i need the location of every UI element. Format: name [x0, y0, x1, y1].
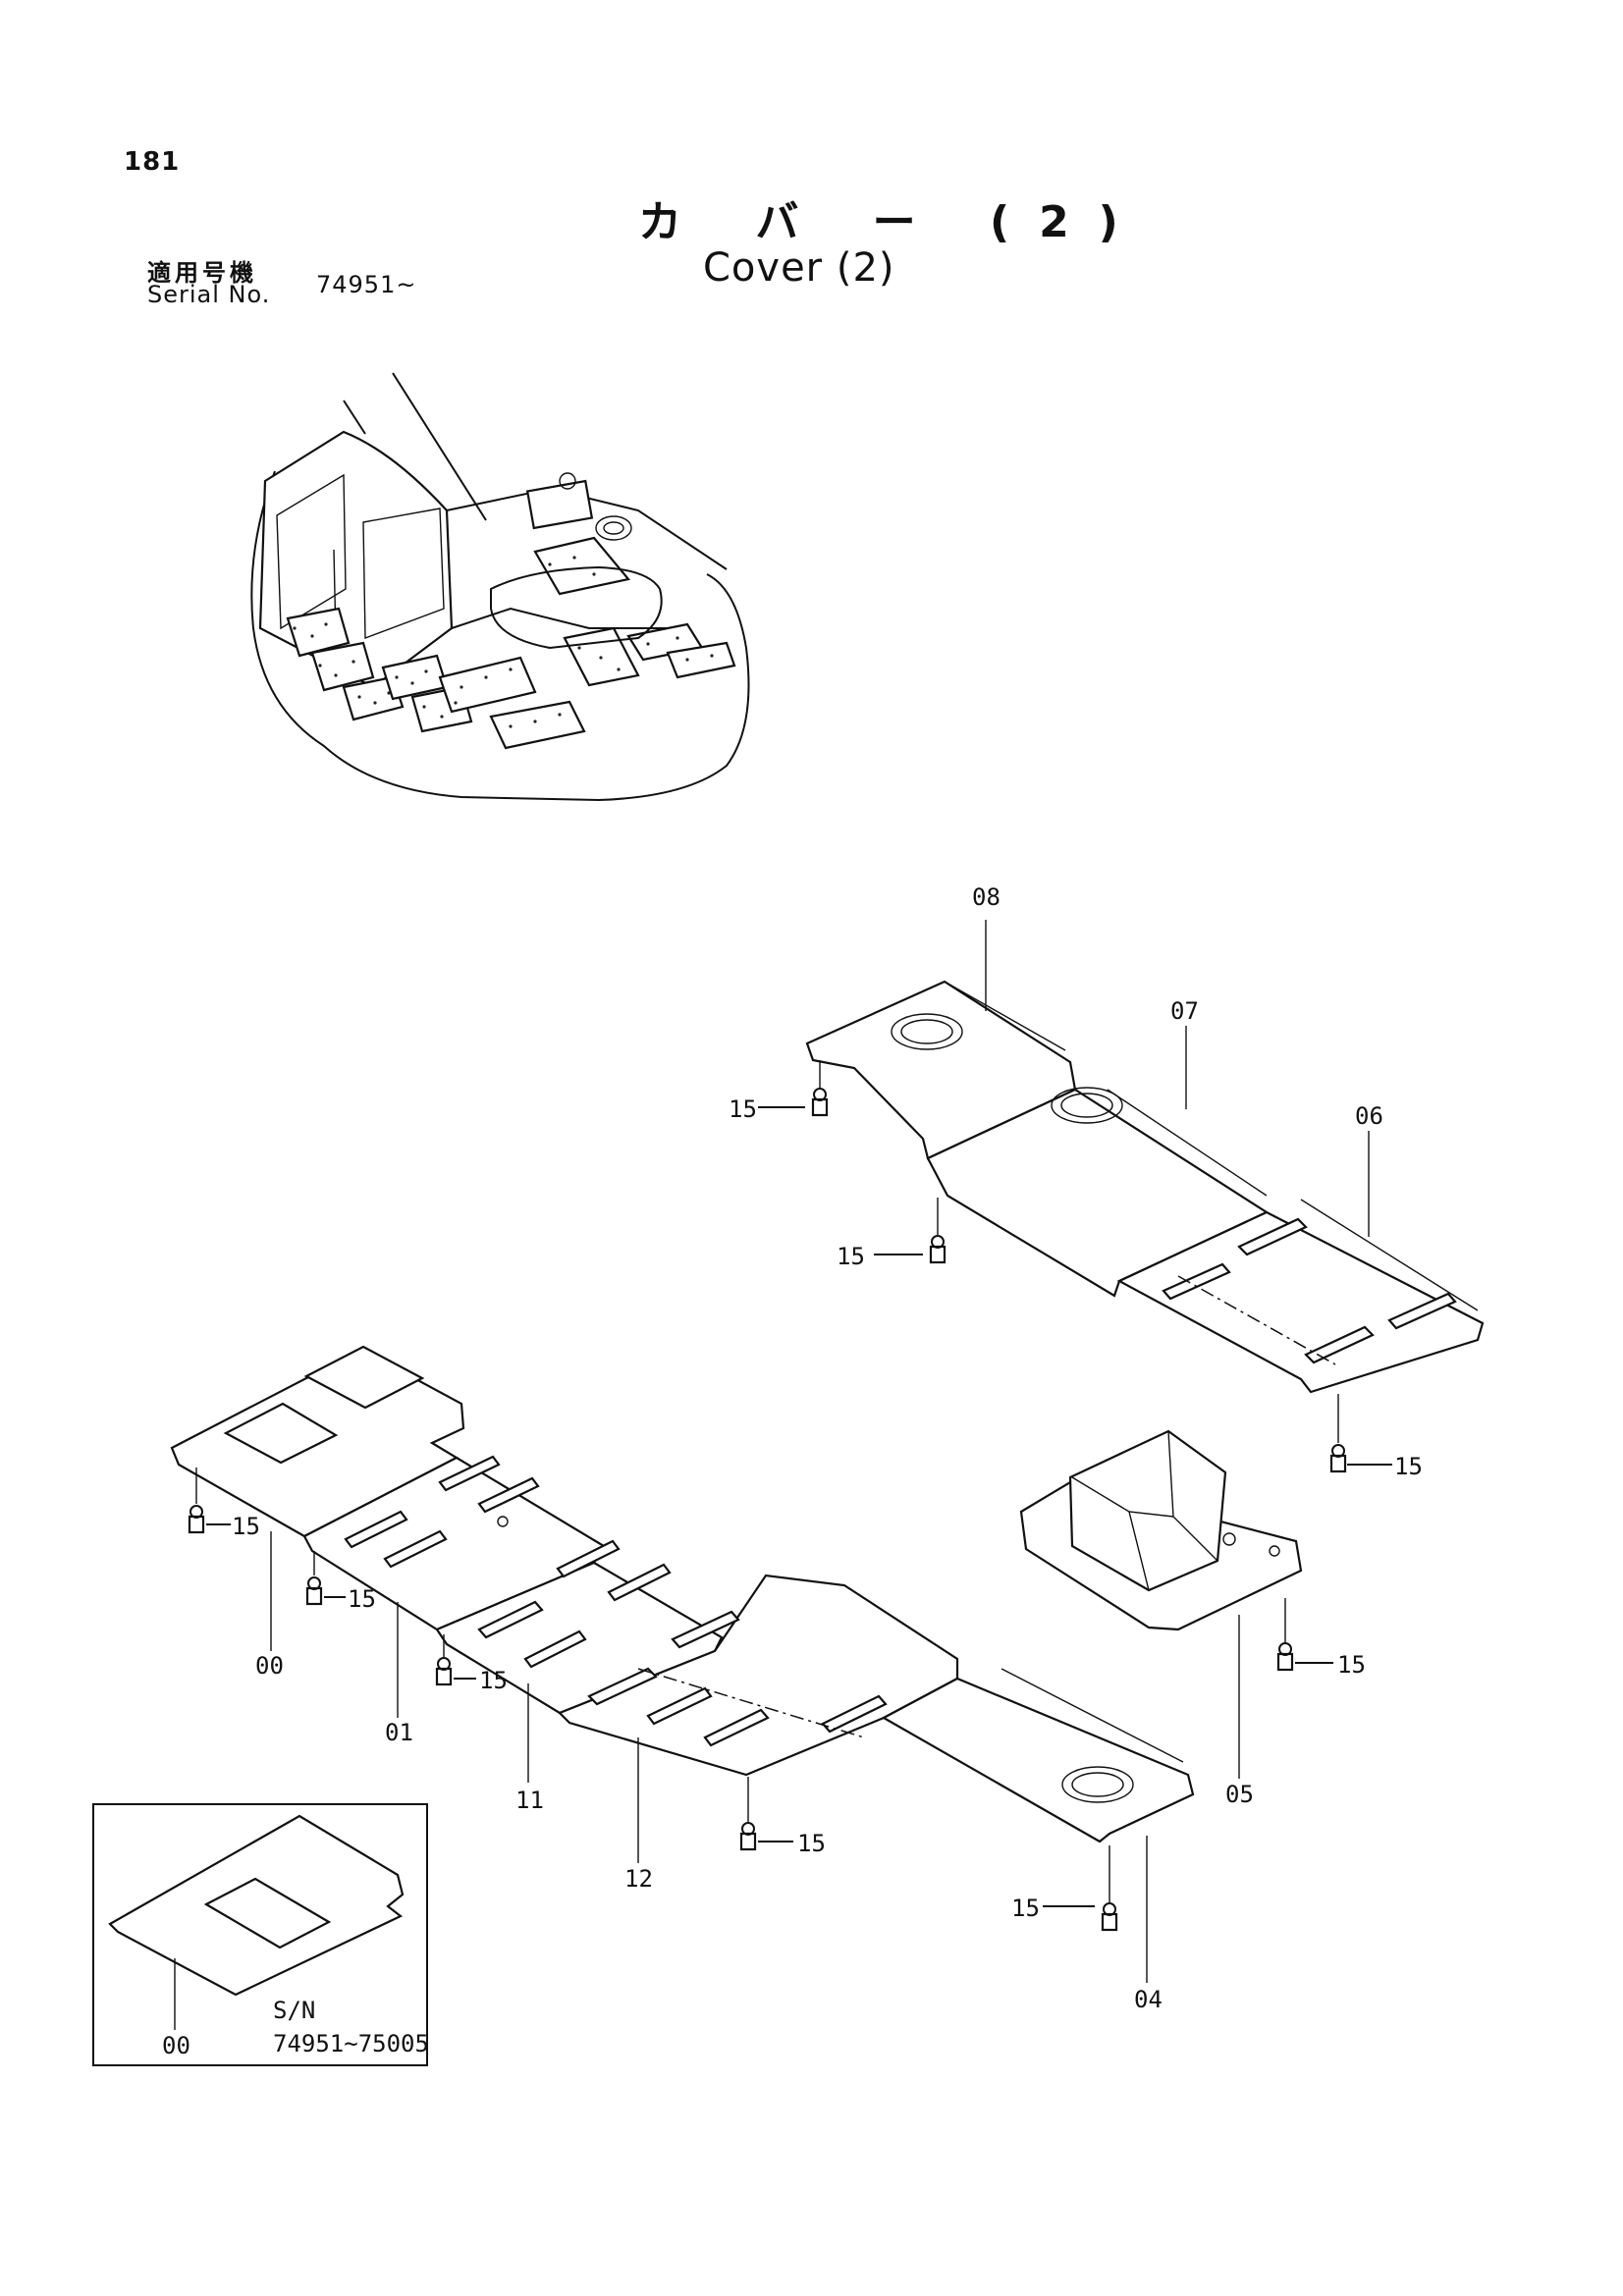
machine-overview-illustration — [250, 372, 750, 802]
bolt-15-e — [305, 1551, 346, 1606]
bolt-15-f — [435, 1634, 476, 1686]
bolt-15-d — [188, 1468, 231, 1534]
callout-15-i: 15 — [1337, 1651, 1366, 1679]
callout-15-d: 15 — [232, 1513, 260, 1540]
callout-08: 08 — [972, 883, 1001, 911]
callout-06: 06 — [1355, 1102, 1383, 1130]
callout-15-a: 15 — [729, 1095, 757, 1123]
callout-15-b: 15 — [837, 1243, 865, 1270]
callout-07: 07 — [1170, 997, 1199, 1025]
callout-12: 12 — [624, 1865, 653, 1893]
inset-diagram: 00 S/N 74951~75005 — [108, 1814, 429, 2059]
bolt-15-b — [874, 1198, 947, 1264]
callout-15-g: 15 — [797, 1830, 826, 1857]
upper-cover-assembly — [805, 980, 1485, 1394]
bolt-markers — [188, 1060, 1392, 1932]
callout-15-c: 15 — [1394, 1453, 1423, 1480]
callout-15-e: 15 — [348, 1585, 376, 1613]
bolt-15-g — [739, 1777, 793, 1851]
bolt-15-h — [1043, 1845, 1118, 1932]
cover-04 — [881, 1677, 1195, 1843]
page-number: 181 — [124, 147, 181, 177]
callout-00: 00 — [255, 1652, 284, 1680]
serial-label-japanese: 適用号機 — [147, 259, 257, 287]
callout-04: 04 — [1134, 1986, 1163, 2013]
bolt-15-i — [1276, 1598, 1333, 1672]
lower-cover-assembly — [170, 1345, 1195, 1843]
inset-frame — [92, 1803, 428, 2066]
inset-sn-range: 74951~75005 — [273, 2030, 429, 2057]
inset-sn-label: S/N — [273, 1997, 315, 2024]
inset-callout-00: 00 — [162, 2032, 190, 2059]
callout-labels: 08 07 06 15 15 15 15 15 15 15 15 15 00 0… — [232, 883, 1423, 2013]
duct-bracket-05 — [1019, 1429, 1303, 1631]
callout-11: 11 — [515, 1787, 544, 1814]
title-japanese: カ バ ー (2) — [638, 197, 1148, 247]
title-english: Cover (2) — [703, 245, 895, 291]
leader-lines — [270, 920, 1370, 1983]
bolt-15-a — [758, 1060, 829, 1117]
callout-15-h: 15 — [1011, 1895, 1040, 1922]
bolt-15-c — [1329, 1394, 1392, 1473]
callout-15-f: 15 — [479, 1667, 508, 1694]
callout-01: 01 — [385, 1719, 413, 1746]
cover-12 — [558, 1574, 959, 1777]
serial-label-english: Serial No. — [147, 281, 271, 308]
cover-06 — [1116, 1210, 1485, 1394]
serial-number-value: 74951~ — [316, 271, 417, 298]
highlighted-cover-panels — [286, 536, 736, 750]
callout-05: 05 — [1225, 1781, 1254, 1808]
